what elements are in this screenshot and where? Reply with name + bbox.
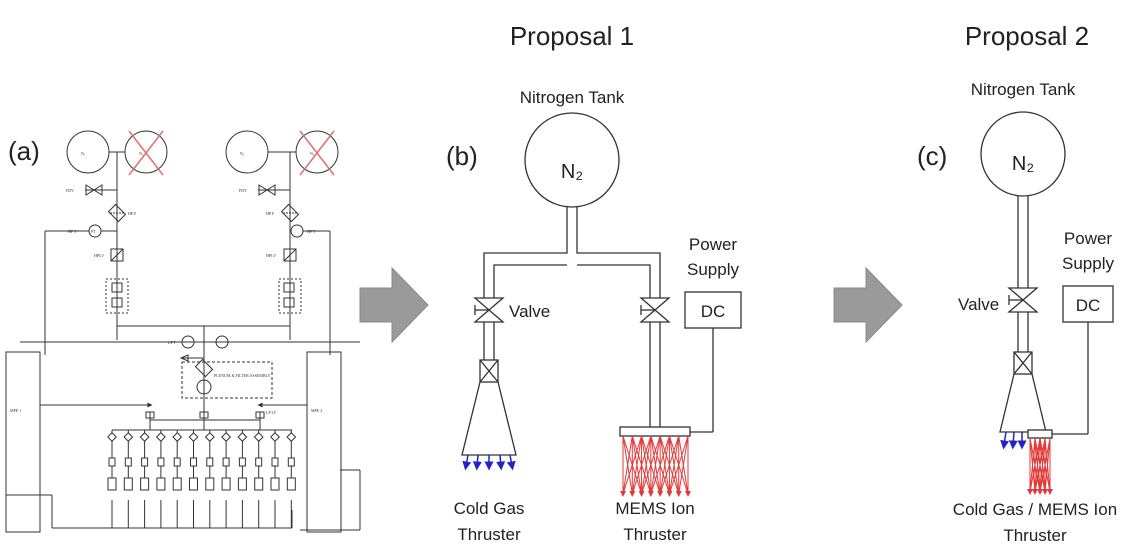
panel-c-schematic [980,111,1114,439]
mpe-2-label: MPE 2 [311,408,322,413]
hpf-2-label: HP F [266,211,275,216]
tank-a4-label: N₂ [310,151,315,156]
plenum-label: PLENUM & FILTER ASSEMBLY [214,373,271,378]
panel-c-letter: (c) [917,141,947,171]
hplv-1-label: HPLV [94,253,104,258]
cold-gas-plume-c [1000,431,1027,450]
mpe-1-box [5,351,41,533]
hpt-1-label: HP T [68,229,77,234]
dc-label-c: DC [1076,296,1101,315]
mems-label-b-line2: Thruster [623,525,687,544]
lpt-label: LP T [168,340,176,345]
mems-ion-array-c [1027,429,1053,439]
tank-a-3 [225,130,269,174]
hplv-2-label: HPLV [266,253,276,258]
tank-a3-label: N₂ [240,151,245,156]
fdv-1-label: FDV [66,188,74,193]
panel-b-tank-label: Nitrogen Tank [520,88,625,107]
mems-ion-array-b [619,426,691,437]
tank-symbol-c: N₂ [1012,153,1034,175]
tank-symbol-b: N₂ [561,161,583,183]
proposal-2-title: Proposal 2 [965,21,1089,51]
transition-arrow-1 [359,266,429,344]
dc-box-b [684,291,742,329]
panel-b-schematic [461,112,742,456]
fdv-2-label: FDV [239,188,247,193]
transition-arrow-2 [833,266,903,344]
power-supply-b-line1: Power [689,235,738,254]
ion-plume-c [1027,437,1053,495]
nitrogen-tank-b [524,112,620,208]
valve-label-b: Valve [509,302,550,321]
power-supply-c-line2: Supply [1062,254,1114,273]
lplv-label: LP LV [266,410,277,415]
pt-label: PT [91,229,96,234]
proposal-1-title: Proposal 1 [510,21,634,51]
combined-label-c-line1: Cold Gas / MEMS Ion [953,500,1117,519]
dc-label-b: DC [701,302,726,321]
ion-plume-b [620,435,691,497]
power-supply-c-line1: Power [1064,229,1113,248]
valve-label-c: Valve [958,295,999,314]
tank-a1-label: N₂ [81,151,86,156]
panel-a-letter: (a) [8,136,40,166]
tank-a-1 [66,130,110,174]
tank-a2-label: N₂ [139,151,144,156]
panel-a-schematic [5,130,361,533]
hpt-2-label: HP T [307,229,316,234]
mpe-1-label: MPE 1 [10,408,21,413]
panel-b-letter: (b) [446,141,478,171]
hpf-1-label: HP F [128,211,137,216]
mpe-2-box [306,351,342,533]
cold-gas-label-b-line1: Cold Gas [454,499,525,518]
mems-label-b-line1: MEMS Ion [615,499,694,518]
power-supply-b-line2: Supply [687,260,739,279]
cold-gas-label-b-line2: Thruster [457,525,521,544]
combined-label-c-line2: Thruster [1003,526,1067,545]
cold-gas-plume-b [462,454,516,471]
panel-c-tank-label: Nitrogen Tank [971,80,1076,99]
nitrogen-tank-c [980,111,1066,197]
plenum-filter-assembly [181,361,273,399]
